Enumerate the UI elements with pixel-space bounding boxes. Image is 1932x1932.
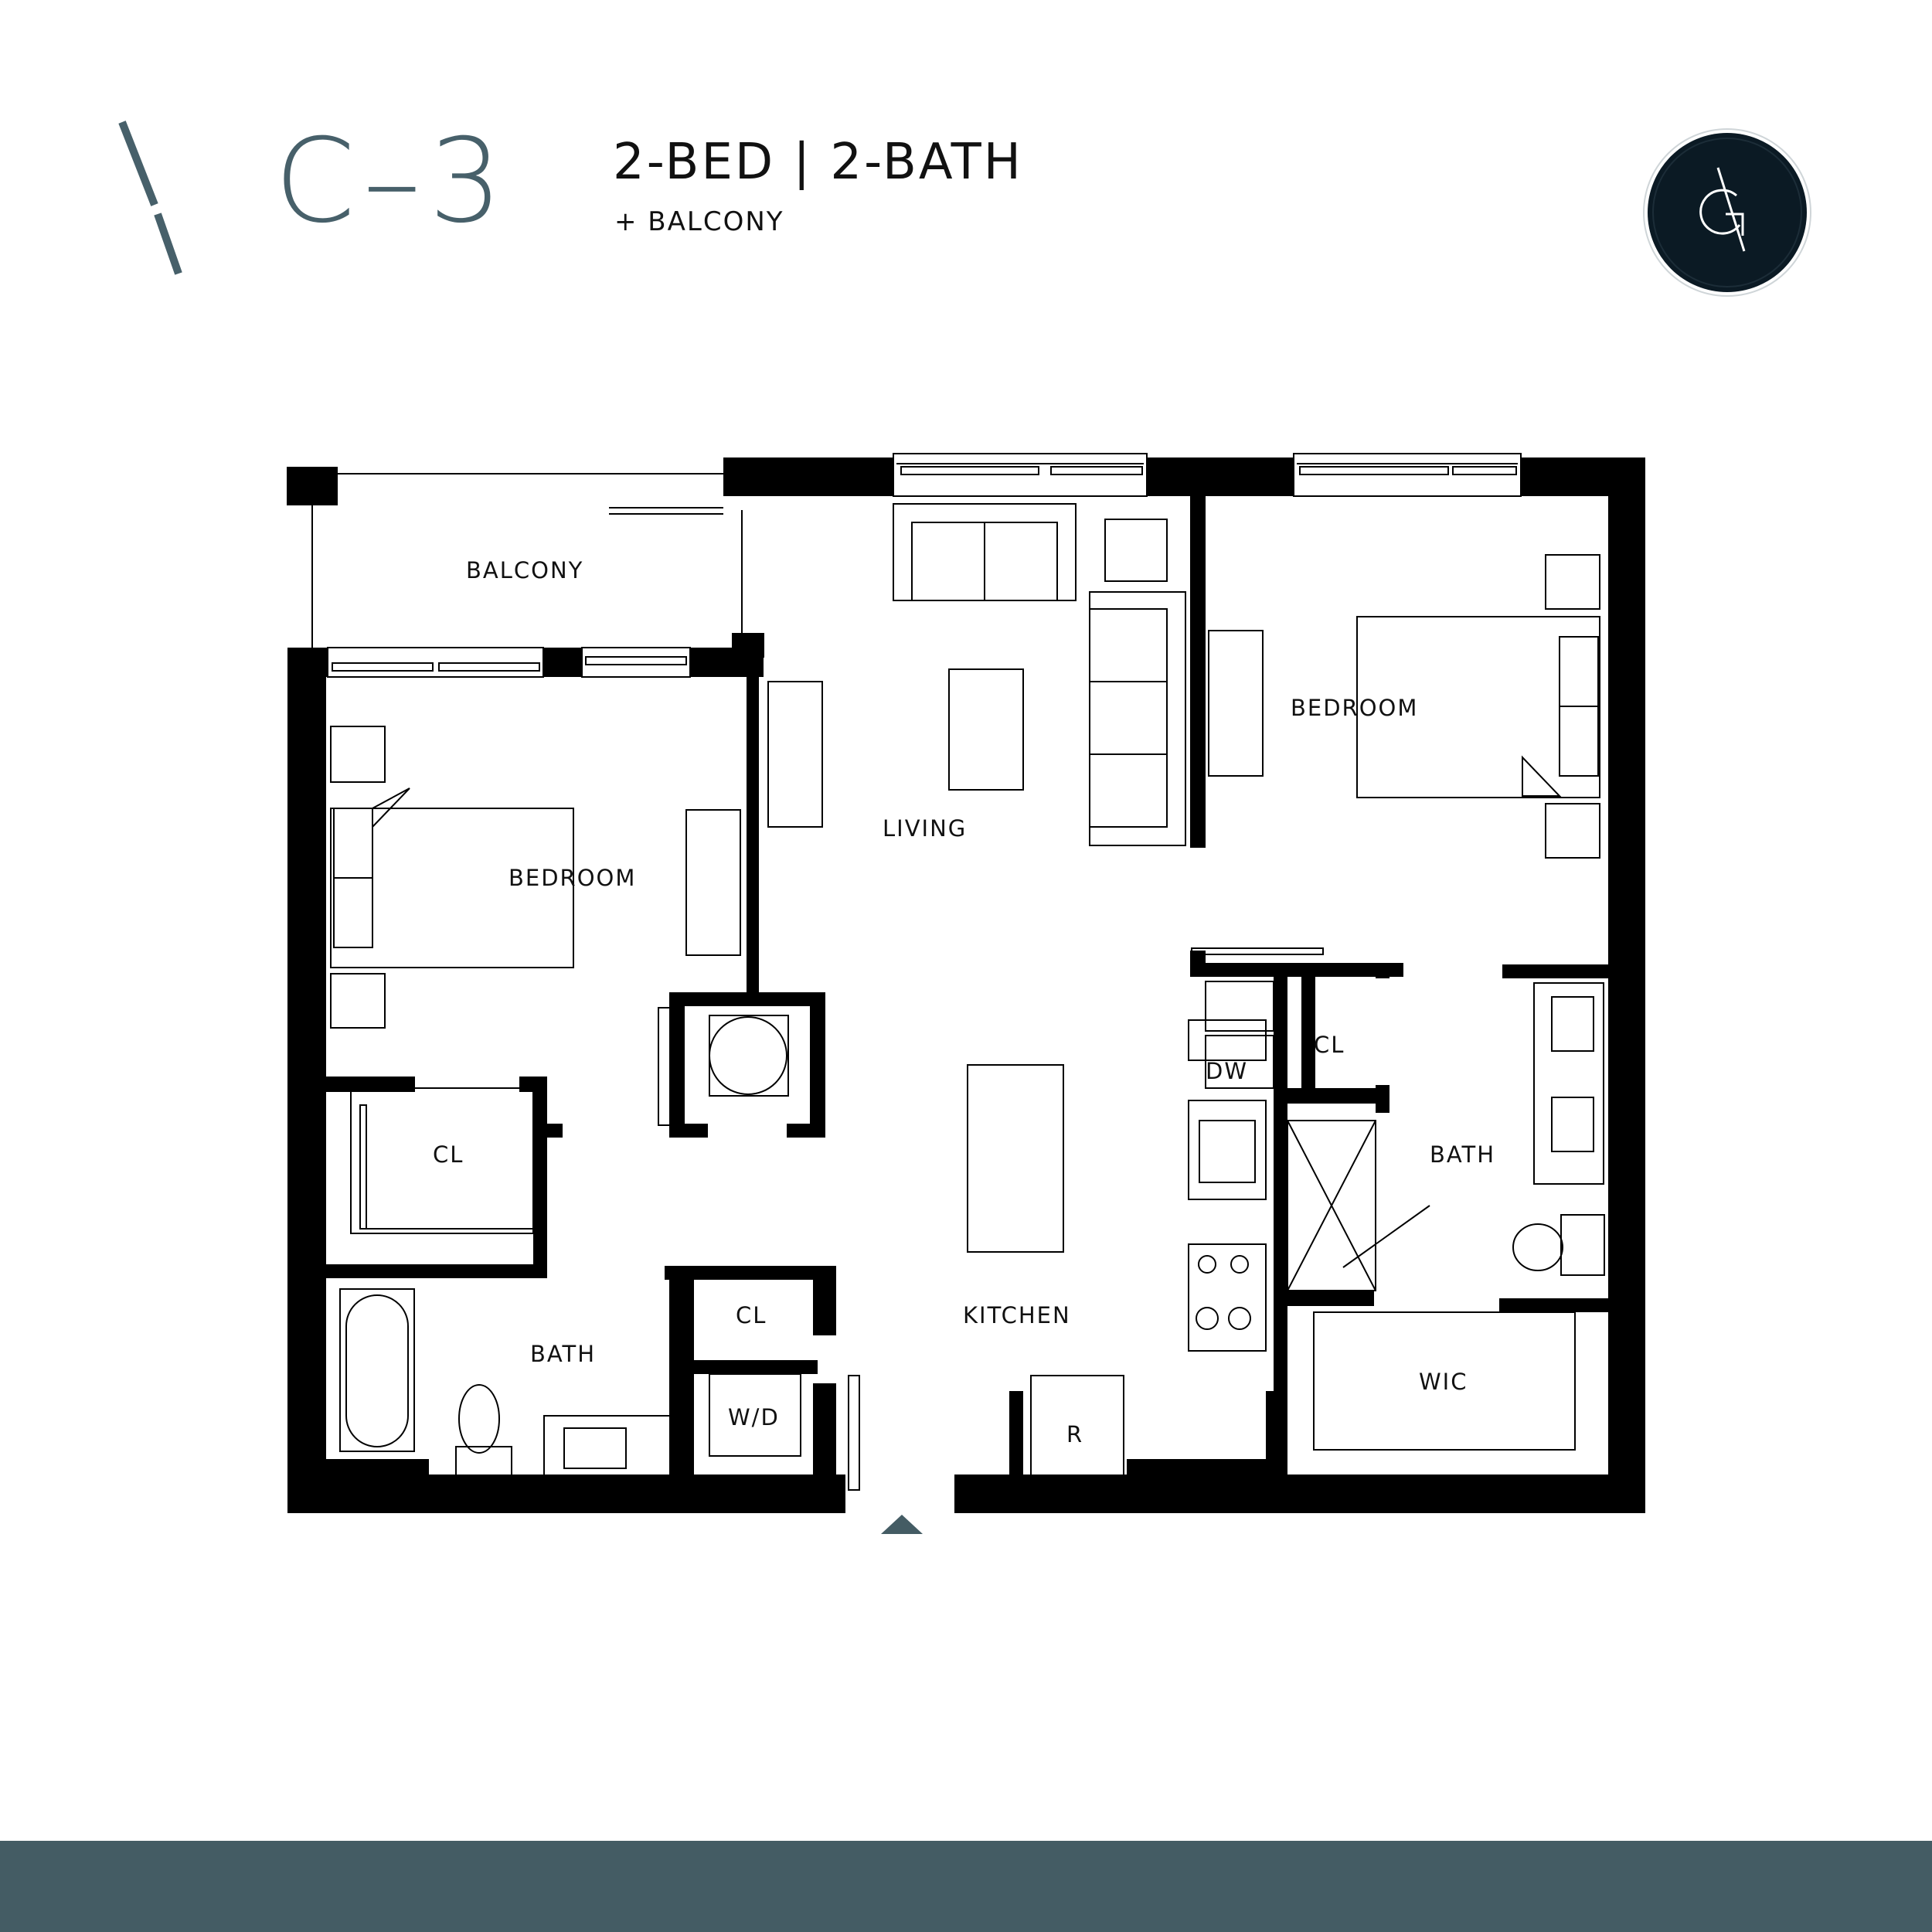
label-walk-in-closet: WIC — [1419, 1369, 1468, 1395]
walls — [287, 457, 1645, 1513]
footer-band — [0, 1841, 1932, 1932]
label-bath-left: BATH — [530, 1341, 596, 1367]
label-balcony: BALCONY — [466, 557, 583, 583]
label-living: LIVING — [883, 815, 967, 842]
unit-extra: + BALCONY — [614, 206, 784, 237]
label-closet-left: CL — [433, 1141, 464, 1168]
label-washer-dryer: W/D — [728, 1404, 780, 1430]
diagonal-slash-icon — [118, 121, 182, 275]
furniture — [330, 503, 1605, 1491]
label-closet-hall: CL — [736, 1302, 767, 1328]
cg-monogram-logo — [1643, 128, 1811, 297]
label-closet-right: CL — [1314, 1032, 1345, 1058]
label-kitchen: KITCHEN — [963, 1302, 1071, 1328]
windows — [327, 453, 1522, 678]
balcony-outline — [287, 467, 764, 658]
label-refrigerator: R — [1066, 1421, 1083, 1447]
label-bath-right: BATH — [1430, 1141, 1495, 1168]
unit-name: C–3 — [274, 114, 511, 249]
label-dishwasher: DW — [1206, 1058, 1248, 1084]
entry-triangle-icon — [881, 1515, 923, 1534]
label-bedroom-right: BEDROOM — [1291, 695, 1418, 721]
label-bedroom-left: BEDROOM — [509, 865, 636, 891]
unit-type: 2-BED | 2-BATH — [613, 134, 1023, 191]
